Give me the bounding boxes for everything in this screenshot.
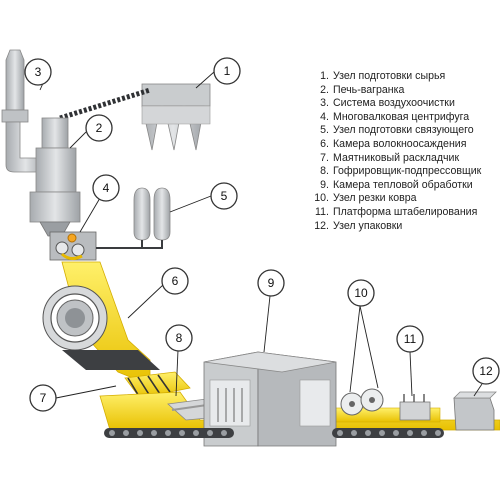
svg-text:1: 1 bbox=[224, 64, 231, 78]
legend-number: 10. bbox=[314, 192, 329, 205]
legend-number: 12. bbox=[314, 219, 329, 232]
legend-number: 8. bbox=[320, 165, 329, 178]
leader-12 bbox=[473, 383, 483, 397]
raw-material-unit bbox=[59, 83, 211, 151]
fiber-settling-chamber bbox=[42, 261, 160, 386]
callout-10: 10 bbox=[347, 279, 375, 307]
svg-text:10: 10 bbox=[354, 286, 368, 300]
svg-text:9: 9 bbox=[268, 276, 275, 290]
stacking-platform bbox=[399, 394, 431, 421]
leader-9 bbox=[263, 295, 271, 353]
conveyor-belt bbox=[104, 428, 444, 438]
leader-2 bbox=[69, 131, 87, 149]
legend-label: Узел подготовки связующего bbox=[333, 124, 474, 137]
legend-item: 6. Камера волокноосаждения bbox=[310, 138, 498, 152]
binder-unit bbox=[96, 187, 171, 249]
svg-text:7: 7 bbox=[40, 391, 47, 405]
callout-9: 9 bbox=[257, 269, 285, 297]
cutting-unit bbox=[340, 388, 384, 416]
legend-item: 4. Многовалковая центрифуга bbox=[310, 111, 498, 125]
svg-text:11: 11 bbox=[404, 332, 417, 346]
svg-text:6: 6 bbox=[172, 274, 179, 288]
legend-number: 6. bbox=[320, 137, 329, 150]
legend-number: 7. bbox=[320, 151, 329, 164]
leader-1 bbox=[195, 71, 215, 89]
legend-item: 5. Узел подготовки связующего bbox=[310, 124, 498, 138]
legend-number: 1. bbox=[320, 70, 329, 82]
leader-11 bbox=[409, 351, 413, 397]
svg-text:8: 8 bbox=[176, 331, 183, 345]
legend-item: 11. Платформа штабелирования bbox=[310, 206, 498, 220]
legend-label: Узел резки ковра bbox=[333, 192, 417, 205]
legend-label: Камера волокноосаждения bbox=[333, 137, 467, 150]
legend-label: Узел подготовки сырья bbox=[333, 70, 446, 82]
legend-item: 2. Печь-вагранка bbox=[310, 84, 498, 98]
svg-text:12: 12 bbox=[479, 364, 493, 378]
callout-11: 11 bbox=[396, 325, 424, 353]
centrifuge bbox=[49, 231, 97, 261]
callout-3: 3 bbox=[24, 58, 52, 86]
legend-number: 11. bbox=[315, 205, 329, 218]
legend-label: Гофрировщик-подпрессовщик bbox=[333, 165, 482, 178]
legend-item: 3. Система воздухоочистки bbox=[310, 97, 498, 111]
legend-item: 1. Узел подготовки сырья bbox=[310, 70, 498, 84]
legend-number: 3. bbox=[320, 97, 329, 110]
legend-number: 2. bbox=[320, 83, 329, 96]
callout-7: 7 bbox=[29, 384, 57, 412]
leader-4 bbox=[79, 197, 101, 233]
cupola-furnace bbox=[29, 117, 81, 237]
legend-number: 5. bbox=[320, 124, 329, 137]
legend-item: 12. Узел упаковки bbox=[310, 220, 498, 234]
legend-item: 9. Камера тепловой обработки bbox=[310, 179, 498, 193]
leader-6 bbox=[127, 283, 165, 319]
air-cleaning-system bbox=[1, 49, 46, 173]
legend-number: 9. bbox=[320, 178, 329, 191]
leader-10 bbox=[349, 305, 379, 393]
packing-unit bbox=[453, 391, 497, 431]
callout-8: 8 bbox=[165, 324, 193, 352]
svg-text:2: 2 bbox=[96, 121, 103, 135]
legend-label: Узел упаковки bbox=[333, 219, 403, 232]
legend-item: 10. Узел резки ковра bbox=[310, 192, 498, 206]
callout-12: 12 bbox=[472, 357, 500, 385]
callout-4: 4 bbox=[92, 174, 120, 202]
callout-6: 6 bbox=[161, 267, 189, 295]
leader-5 bbox=[169, 195, 212, 213]
leader-7 bbox=[55, 385, 117, 399]
svg-text:5: 5 bbox=[221, 189, 228, 203]
legend-label: Камера тепловой обработки bbox=[333, 178, 473, 191]
legend-label: Система воздухоочистки bbox=[333, 97, 455, 110]
callout-2: 2 bbox=[85, 114, 113, 142]
callout-5: 5 bbox=[210, 182, 238, 210]
pendulum-lapper bbox=[124, 371, 191, 399]
thermal-chamber bbox=[203, 351, 337, 447]
leader-8 bbox=[175, 349, 179, 397]
svg-text:3: 3 bbox=[35, 65, 42, 79]
callout-1: 1 bbox=[213, 57, 241, 85]
legend-label: Печь-вагранка bbox=[333, 83, 405, 96]
legend-item: 8. Гофрировщик-подпрессовщик bbox=[310, 165, 498, 179]
legend-list: 1.Узел подготовки сырья 2.Печь-вагранка … bbox=[310, 70, 498, 233]
legend-number: 4. bbox=[320, 110, 329, 123]
legend-label: Платформа штабелирования bbox=[333, 205, 478, 218]
svg-text:4: 4 bbox=[103, 181, 110, 195]
legend-item: 7. Маятниковый раскладчик bbox=[310, 152, 498, 166]
legend-label: Многовалковая центрифуга bbox=[333, 110, 470, 123]
legend-label: Маятниковый раскладчик bbox=[333, 151, 460, 164]
